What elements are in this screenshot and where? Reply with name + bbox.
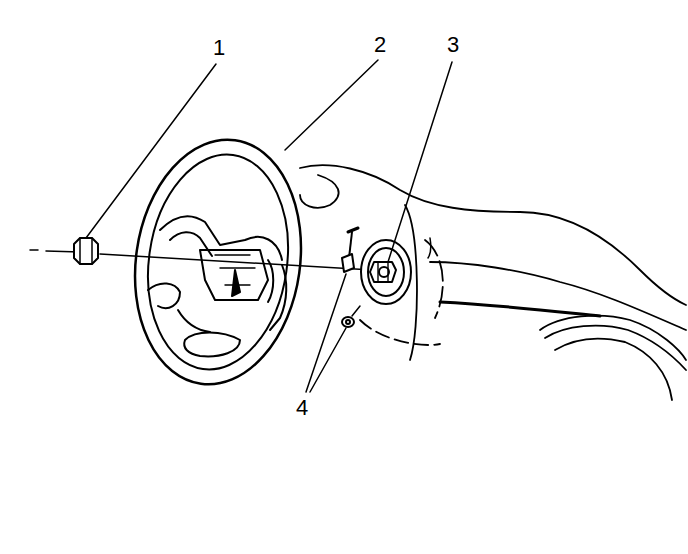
instrument-panel	[300, 165, 686, 400]
steering-wheel	[120, 129, 317, 395]
retaining-nut	[74, 238, 98, 264]
callout-number: 4	[294, 396, 310, 420]
callout-number: 2	[372, 33, 388, 57]
callout-number: 3	[445, 33, 461, 57]
steering-column	[361, 240, 411, 304]
callout-number: 1	[211, 36, 227, 60]
leader-lines	[86, 60, 452, 392]
center-line	[30, 250, 80, 252]
